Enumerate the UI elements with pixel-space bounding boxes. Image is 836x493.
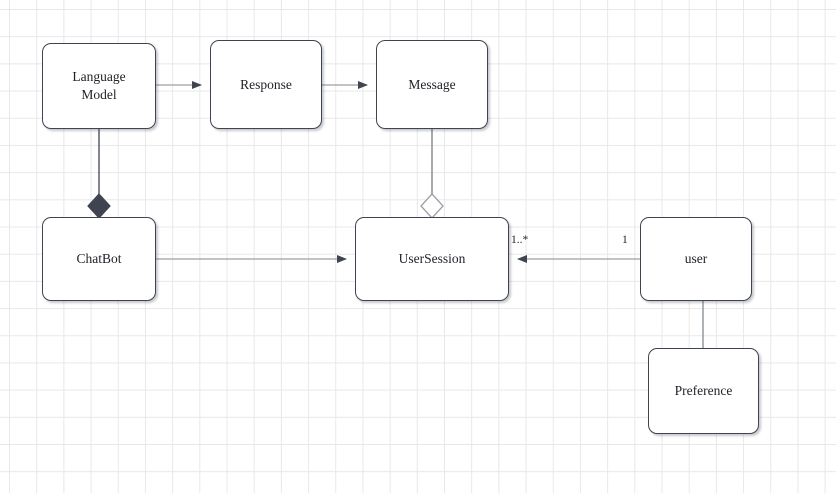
node-usersession[interactable]: UserSession bbox=[355, 217, 509, 301]
node-label-preference: Preference bbox=[674, 383, 733, 399]
node-label-user: user bbox=[684, 251, 708, 267]
node-language-model[interactable]: Language Model bbox=[42, 43, 156, 129]
node-preference[interactable]: Preference bbox=[648, 348, 759, 434]
node-label-usersession: UserSession bbox=[398, 251, 466, 267]
hollow-diamond-marker bbox=[420, 193, 444, 219]
node-user[interactable]: user bbox=[640, 217, 752, 301]
node-response[interactable]: Response bbox=[210, 40, 322, 129]
multiplicity-label-one: 1 bbox=[622, 234, 628, 246]
edge-language-model-to-chatbot bbox=[87, 129, 111, 219]
filled-diamond-marker bbox=[87, 193, 111, 219]
node-label-response: Response bbox=[240, 76, 292, 92]
edge-message-to-usersession bbox=[420, 129, 444, 219]
multiplicity-label-many: 1..* bbox=[511, 234, 529, 246]
node-label-language-model: Language Model bbox=[72, 69, 126, 102]
node-label-message: Message bbox=[408, 76, 456, 92]
node-message[interactable]: Message bbox=[376, 40, 488, 129]
node-label-chatbot: ChatBot bbox=[76, 251, 122, 267]
node-chatbot[interactable]: ChatBot bbox=[42, 217, 156, 301]
